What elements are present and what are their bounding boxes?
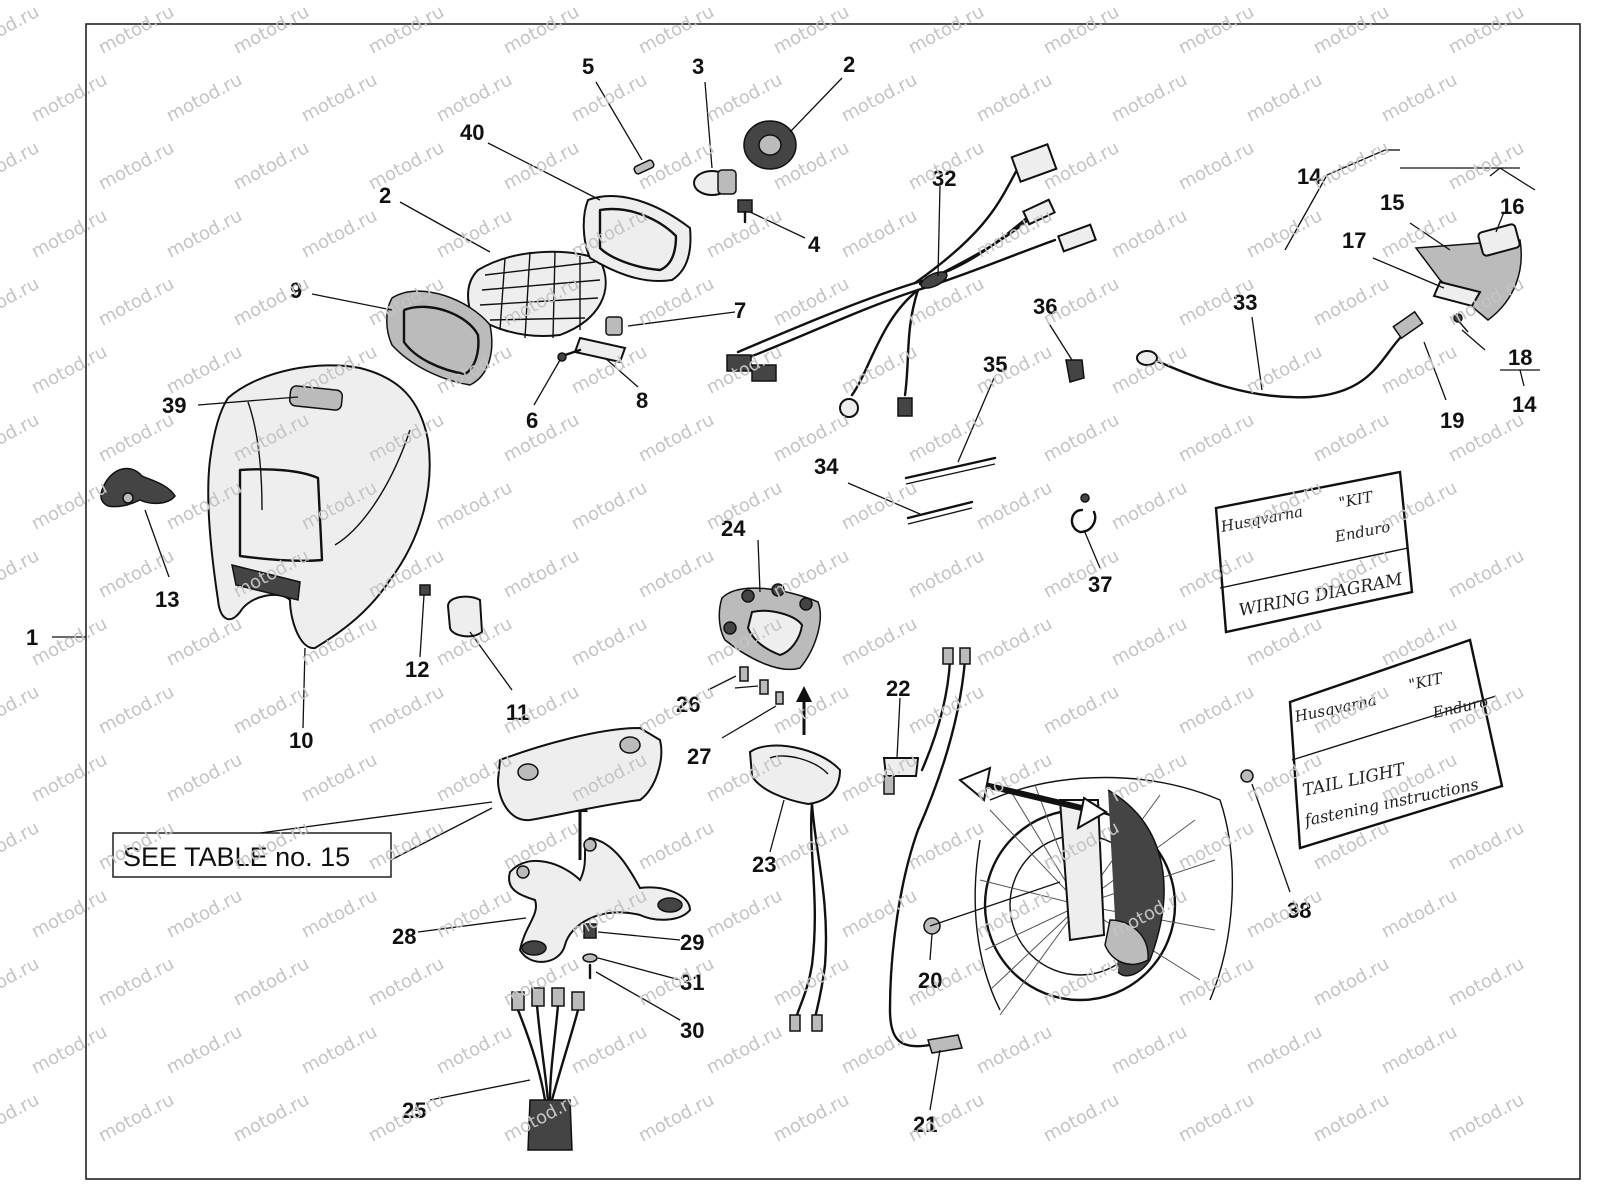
callout-37: 37	[1088, 572, 1112, 597]
callout-34: 34	[814, 454, 839, 479]
part-32-main-harness	[726, 143, 1097, 418]
handlebar-clamp-see-table	[496, 726, 663, 822]
callout-leader-lines	[144, 77, 1540, 1111]
callout-1: 1	[26, 625, 38, 650]
part-21-speed-sensor-cable	[888, 647, 971, 1054]
part-25-switch-harness	[511, 987, 585, 1151]
callout-14-bottom: 14	[1512, 392, 1537, 417]
part-11-clamp	[419, 584, 484, 638]
callout-38: 38	[1287, 898, 1311, 923]
callout-32: 32	[932, 166, 956, 191]
callout-25: 25	[402, 1098, 426, 1123]
part-2-horn	[743, 120, 797, 170]
part-23-speedometer	[748, 744, 842, 1032]
part-40-headlight-rim	[582, 195, 692, 282]
callout-8: 8	[636, 388, 648, 413]
callout-6: 6	[526, 408, 538, 433]
part-28-mounting-plate	[508, 836, 692, 963]
callout-21: 21	[913, 1112, 937, 1137]
callout-33: 33	[1233, 290, 1257, 315]
callout-14-top: 14	[1297, 164, 1322, 189]
part-22-cable-clip	[882, 757, 920, 795]
callout-39: 39	[162, 393, 186, 418]
callout-31: 31	[680, 970, 704, 995]
part-36-clip	[1065, 359, 1085, 383]
tail-light-instructions-card: Husqvarna "KIT Enduro TAIL LIGHT fasteni…	[1288, 638, 1504, 850]
part-24-instrument-support	[718, 583, 822, 671]
part-15-tail-light	[1414, 223, 1522, 333]
part-9-headlight-gasket	[386, 290, 493, 386]
callout-15: 15	[1380, 190, 1404, 215]
callout-23: 23	[752, 852, 776, 877]
callout-27: 27	[687, 744, 711, 769]
callout-16: 16	[1500, 194, 1524, 219]
part-13-fairing-bracket	[100, 467, 176, 508]
see-table-reference: SEE TABLE no. 15	[112, 801, 493, 878]
callout-12: 12	[405, 657, 429, 682]
callout-numbers: 1 5 3 2 40 2 4 7 9 6 8 39 13 10 12 11 32…	[26, 52, 1537, 1137]
callout-30: 30	[680, 1018, 704, 1043]
callout-3: 3	[692, 54, 704, 79]
callout-11: 11	[506, 700, 529, 725]
parts-4-5-6-7-8-small-hardware	[557, 159, 753, 364]
parts-29-30-31-fasteners	[582, 923, 598, 980]
callout-22: 22	[886, 676, 910, 701]
callout-40: 40	[460, 120, 484, 145]
callout-20: 20	[918, 968, 942, 993]
part-37-cable-clip	[1070, 493, 1097, 534]
callout-5: 5	[582, 54, 594, 79]
callout-10: 10	[289, 728, 313, 753]
callout-19: 19	[1440, 408, 1464, 433]
callout-9: 9	[290, 278, 302, 303]
part-2-headlight	[467, 250, 607, 339]
part-3-bulb	[693, 169, 737, 196]
callout-26: 26	[676, 692, 700, 717]
callout-24: 24	[721, 516, 746, 541]
callout-28: 28	[392, 924, 416, 949]
parts-26-27-studs	[739, 666, 784, 705]
part-10-headlight-fairing	[207, 364, 431, 650]
callout-36: 36	[1033, 294, 1057, 319]
part-33-tail-cable	[1136, 310, 1424, 399]
callout-17: 17	[1342, 228, 1366, 253]
callout-4: 4	[808, 232, 821, 257]
see-table-label: SEE TABLE no. 15	[123, 842, 350, 872]
callout-2-horn: 2	[843, 52, 855, 77]
front-wheel-brake-disc	[974, 769, 1254, 1016]
diagram-frame	[85, 23, 1581, 1180]
callout-18: 18	[1508, 345, 1532, 370]
callout-7: 7	[734, 298, 746, 323]
callout-29: 29	[680, 930, 704, 955]
callout-35: 35	[983, 352, 1007, 377]
parts-34-35-cable-ties	[904, 456, 997, 525]
callout-13: 13	[155, 587, 179, 612]
wiring-diagram-card: Husqvarna "KIT Enduro WIRING DIAGRAM	[1214, 470, 1414, 634]
callout-2-headlight: 2	[379, 183, 391, 208]
double-arrow-sensor-position	[958, 766, 1108, 830]
